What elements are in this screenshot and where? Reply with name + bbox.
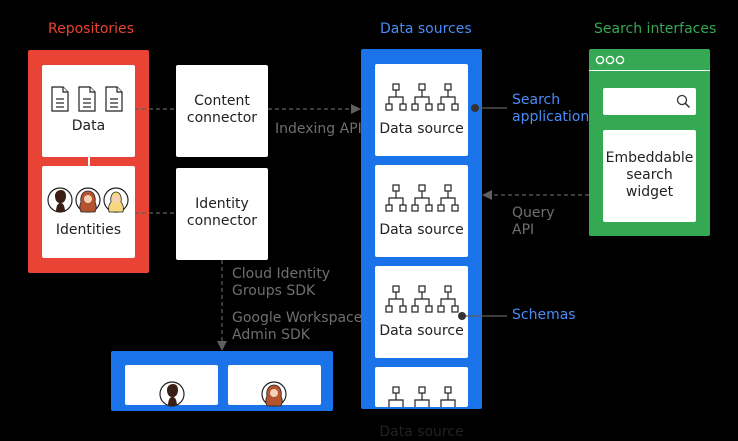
search-application-label: Search application bbox=[512, 92, 590, 125]
window-bar bbox=[589, 49, 710, 71]
widget-label: Embeddable search widget bbox=[605, 150, 694, 200]
embeddable-search-widget[interactable]: Embeddable search widget bbox=[603, 130, 696, 222]
search-input[interactable] bbox=[603, 88, 696, 115]
query-api-label: Query API bbox=[512, 205, 555, 238]
data-repository-card: Data bbox=[42, 65, 135, 157]
identity-connector-box: Identity connector bbox=[176, 168, 268, 260]
documents-icon bbox=[51, 86, 123, 112]
people-avatars-icon bbox=[47, 187, 129, 213]
content-connector-box: Content connector bbox=[176, 65, 268, 157]
search-icon bbox=[676, 94, 691, 109]
identities-repository-label: Identities bbox=[55, 222, 122, 238]
search-interfaces-header: Search interfaces bbox=[594, 21, 717, 37]
schemas-label: Schemas bbox=[512, 307, 576, 323]
data-source-card: Data source bbox=[375, 266, 468, 358]
content-connector-label: Content connector bbox=[186, 93, 258, 126]
indexing-api-label: Indexing API bbox=[275, 121, 362, 137]
data-source-label: Data source bbox=[379, 121, 464, 137]
identities-repository-card: Identities bbox=[42, 166, 135, 258]
data-source-label: Data source bbox=[379, 424, 464, 440]
hierarchy-icon bbox=[385, 285, 459, 313]
data-source-label: Data source bbox=[379, 222, 464, 238]
hierarchy-icon bbox=[385, 184, 459, 212]
search-interfaces-panel: Embeddable search widget bbox=[589, 49, 710, 236]
workspace-admin-label: Google Workspace Admin SDK bbox=[232, 310, 363, 343]
window-dots-icon bbox=[595, 55, 625, 65]
repositories-header: Repositories bbox=[48, 21, 134, 37]
data-sources-header: Data sources bbox=[380, 21, 472, 37]
hierarchy-icon bbox=[385, 83, 459, 111]
data-source-label: Data source bbox=[379, 323, 464, 339]
data-source-card: Data source bbox=[375, 64, 468, 156]
cloud-identity-label: Cloud Identity Groups SDK bbox=[232, 266, 331, 299]
identity-connector-label: Identity connector bbox=[186, 196, 258, 229]
repository-link bbox=[88, 157, 90, 166]
data-repository-label: Data bbox=[71, 118, 106, 134]
data-source-card: Data source bbox=[375, 165, 468, 257]
connector-lines bbox=[135, 104, 589, 351]
